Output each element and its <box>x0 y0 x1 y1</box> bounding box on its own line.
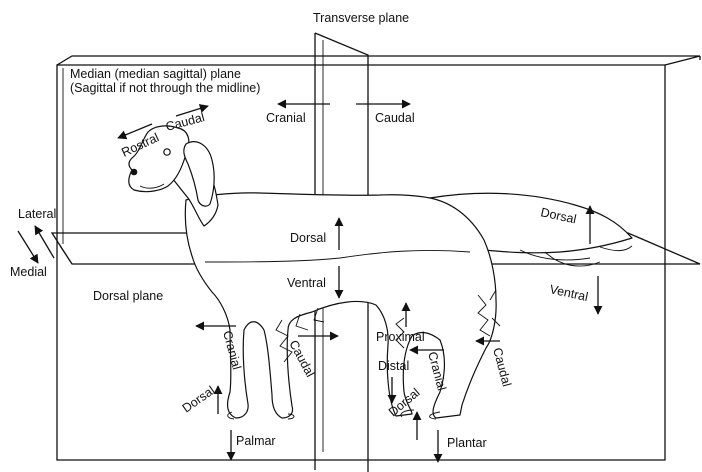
cranial-top-label: Cranial <box>266 111 306 125</box>
dorsal-body-label: Dorsal <box>290 231 326 245</box>
sagittal-note-label: (Sagittal if not through the midline) <box>70 81 260 95</box>
ventral-tail-label: Ventral <box>548 282 589 304</box>
transverse-plane-label: Transverse plane <box>313 11 409 25</box>
palmar-label: Palmar <box>236 434 276 448</box>
ventral-body-label: Ventral <box>287 276 326 290</box>
caudal-foreleg-label: Caudal <box>286 338 317 380</box>
median-plane-label: Median (median sagittal) plane <box>70 67 241 81</box>
dog-illustration <box>129 126 632 419</box>
lateral-label: Lateral <box>18 207 56 221</box>
direction-labels: Cranial Caudal Rostral Caudal Lateral Me… <box>10 104 598 462</box>
dorsal-forepaw-label: Dorsal <box>180 383 218 415</box>
dorsal-plane-label: Dorsal plane <box>93 289 163 303</box>
caudal-top-label: Caudal <box>375 111 415 125</box>
medial-arrow <box>18 231 38 263</box>
plantar-label: Plantar <box>447 436 487 450</box>
caudal-hindleg-label: Caudal <box>490 346 514 388</box>
medial-label: Medial <box>10 265 47 279</box>
lateral-arrow <box>35 226 54 258</box>
proximal-label: Proximal <box>376 330 425 344</box>
distal-label: Distal <box>378 359 409 373</box>
